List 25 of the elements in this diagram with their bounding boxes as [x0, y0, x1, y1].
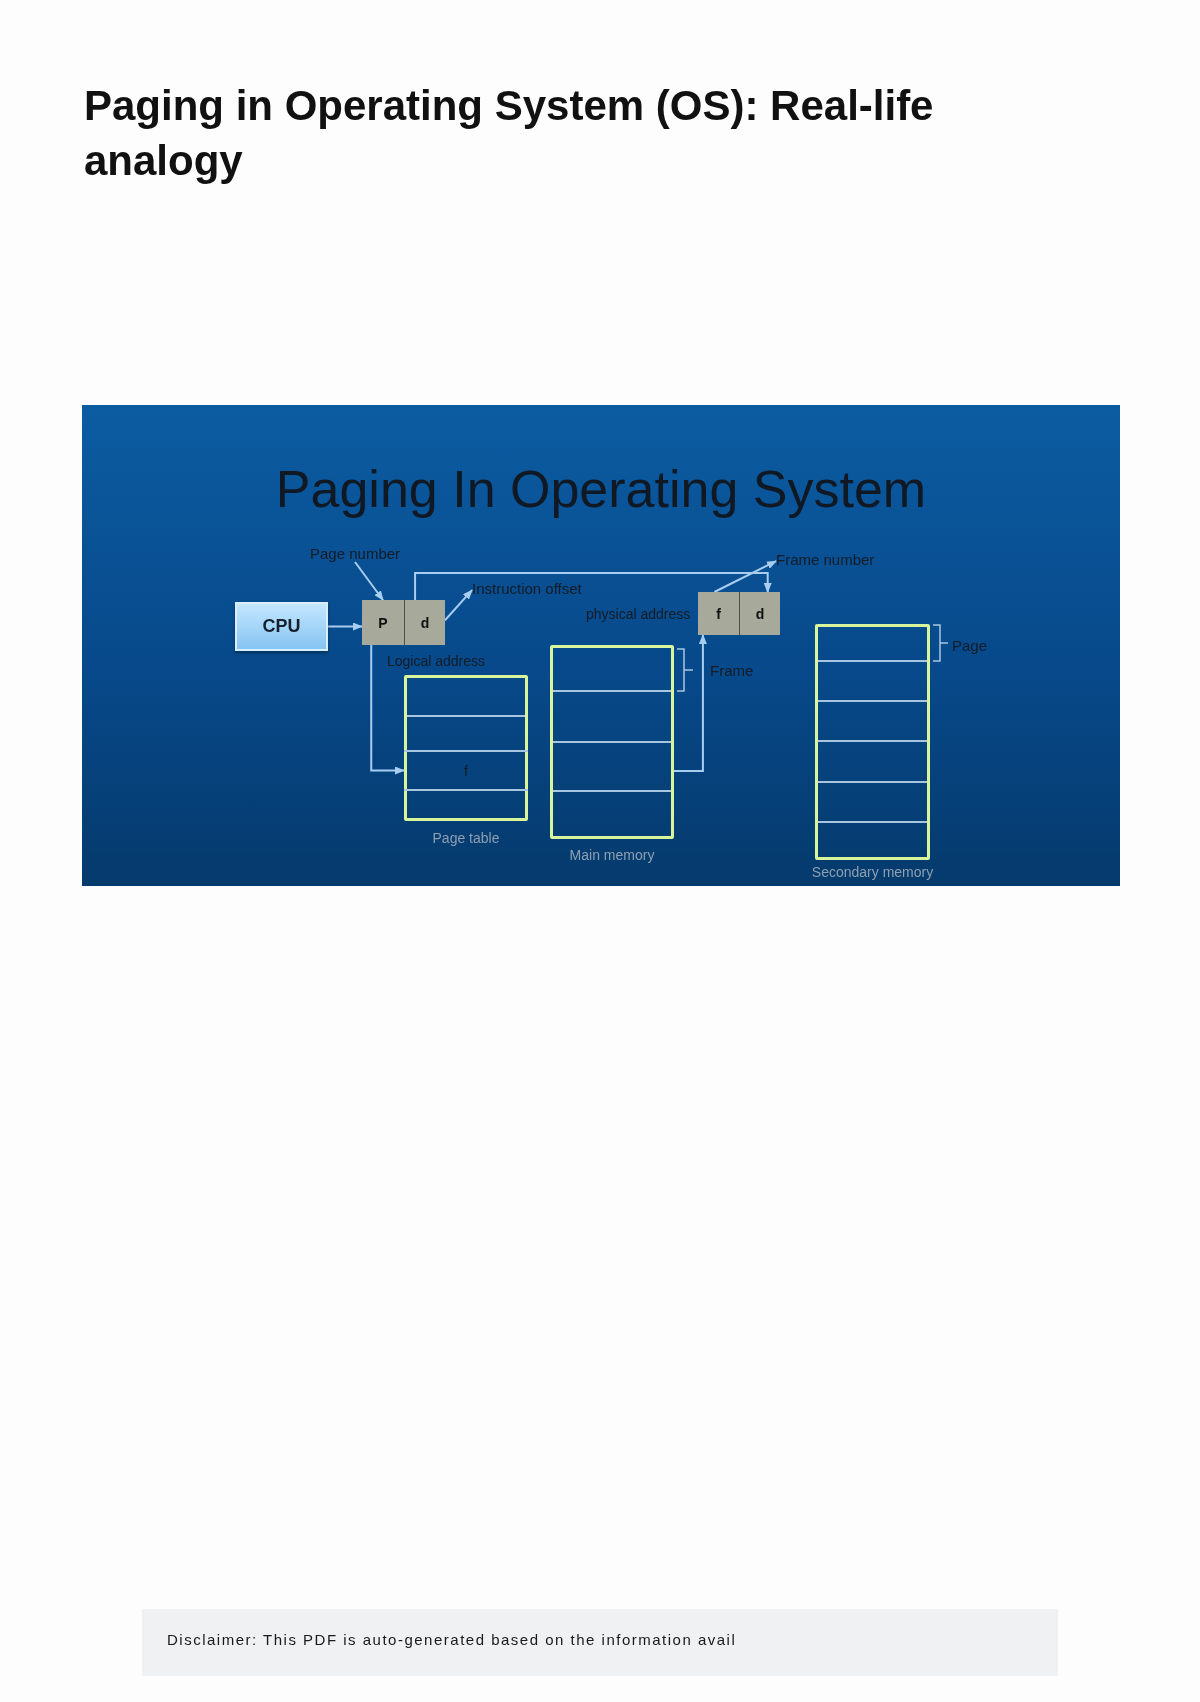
table-row: f — [404, 750, 528, 791]
table-caption: Main memory — [569, 847, 655, 863]
arrow — [370, 644, 405, 775]
address-field: f — [698, 592, 739, 635]
annotation-label: Instruction offset — [472, 580, 582, 597]
leader-line — [444, 589, 473, 622]
arrow — [673, 634, 707, 773]
arrow — [327, 622, 363, 631]
address-field: d — [739, 592, 780, 635]
annotation-label: Frame number — [776, 551, 875, 568]
disclaimer-text: Disclaimer: This PDF is auto-generated based on the information avail — [167, 1631, 737, 1649]
node-caption: Logical address — [387, 653, 486, 669]
cpu-block: CPU — [235, 602, 328, 651]
node-caption: physical address — [586, 606, 691, 622]
leader-line — [713, 560, 777, 593]
bracket-label: Page — [952, 637, 988, 654]
leader-line — [354, 561, 384, 601]
address-field: d — [404, 600, 445, 645]
bracket-label: Frame — [710, 662, 754, 679]
address-field: P — [362, 600, 404, 645]
table-caption: Page table — [432, 830, 500, 846]
table-caption: Secondary memory — [811, 864, 934, 880]
page-title: Paging in Operating System (OS): Real-life analogy — [84, 81, 935, 186]
arrow — [414, 572, 772, 601]
annotation-label: Page number — [310, 545, 401, 562]
